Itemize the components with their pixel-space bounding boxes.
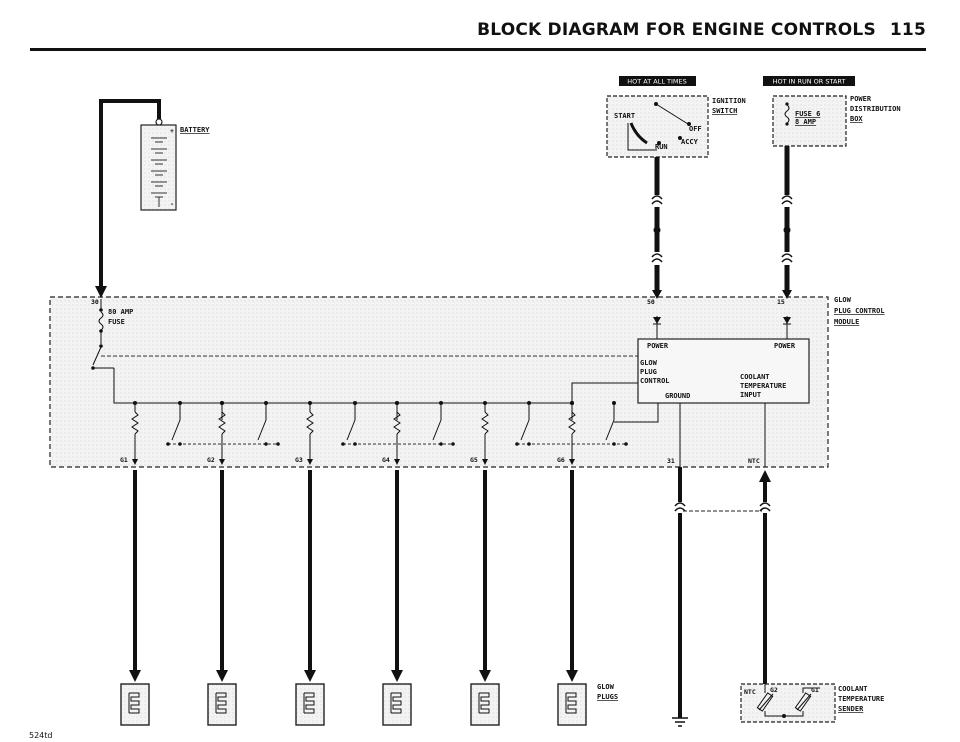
coolant-temperature-sender: NTC G2 G1 COOLANT TEMPERATURE SENDER [740, 683, 884, 723]
page-title-text: BLOCK DIAGRAM FOR ENGINE CONTROLS [477, 20, 876, 40]
banner-hot-in-run-or-start: HOT IN RUN OR START [763, 76, 855, 86]
ignition-switch: START OFF ACCY RUN IGNITION SWITCH [606, 95, 746, 158]
battery-cable-arrow [95, 286, 107, 298]
figure-code: 524td [29, 731, 53, 740]
fuse-80-amp-fuse-label: FUSE [108, 318, 125, 326]
sender-label-1: COOLANT [838, 685, 868, 693]
power-distribution-label-1: POWER [850, 95, 872, 103]
glow-plugs-label-1: GLOW [597, 683, 615, 691]
glow-plug-g5 [470, 470, 500, 726]
control-glow-label-3: CONTROL [640, 377, 670, 385]
control-coolant-label-3: INPUT [740, 391, 761, 399]
banner-hot-at-all-times-text: HOT AT ALL TIMES [627, 78, 687, 86]
fuse-80-amp-label: 80 AMP [108, 308, 133, 316]
glow-plugs-label-2: PLUGS [597, 693, 618, 701]
control-coolant-label-2: TEMPERATURE [740, 382, 786, 390]
ignition-accy-label: ACCY [681, 138, 699, 146]
ground-wire [672, 467, 688, 727]
fuse-6-label: FUSE 6 [795, 110, 820, 118]
glow-plug-g2 [207, 470, 237, 726]
module-internal-wiring [113, 368, 766, 467]
module-80-amp-fuse: 80 AMP FUSE [91, 299, 133, 370]
module-label-3: MODULE [834, 318, 859, 326]
pin-50-label: 50 [647, 298, 655, 306]
wire-fuse-box-to-pin-15 [781, 146, 793, 292]
control-power-right-label: POWER [774, 342, 796, 350]
battery: + - BATTERY [140, 118, 210, 211]
output-channel-g5: G5 [470, 401, 489, 465]
banner-hot-in-run-or-start-text: HOT IN RUN OR START [773, 78, 846, 86]
power-distribution-box: FUSE 6 8 AMP POWER DISTRIBUTION BOX [772, 95, 901, 147]
sender-label-3: SENDER [838, 705, 864, 713]
module-label-2: PLUG CONTROL [834, 307, 885, 315]
pin-50-arrow [652, 290, 662, 299]
fuse-6-amp-label: 8 AMP [795, 118, 816, 126]
pin-ntc-label: NTC [748, 457, 760, 465]
banner-hot-at-all-times: HOT AT ALL TIMES [619, 76, 696, 86]
sender-label-2: TEMPERATURE [838, 695, 884, 703]
pin-15-label: 15 [777, 298, 785, 306]
power-distribution-label-3: BOX [850, 115, 863, 123]
ignition-switch-label-2: SWITCH [712, 107, 737, 115]
ignition-off-label: OFF [689, 125, 702, 133]
output-channel-g6: G6 [557, 401, 576, 465]
module-output-channels: G1 G2 G3 G4 G5 G6 [120, 401, 628, 465]
output-channel-g3: G3 [295, 401, 314, 465]
glow-plug-g1 [120, 470, 150, 726]
page-header: BLOCK DIAGRAM FOR ENGINE CONTROLS 115 [30, 16, 926, 51]
sender-ntc-label: NTC [744, 688, 756, 696]
glow-plug-g4 [382, 470, 412, 726]
battery-cable [99, 99, 161, 288]
battery-plus-sign: + [170, 127, 174, 135]
output-label-g5: G5 [470, 456, 478, 464]
control-coolant-label-1: COOLANT [740, 373, 770, 381]
glow-plug-group [120, 470, 587, 726]
control-block: POWER POWER GLOW PLUG CONTROL COOLANT TE… [637, 316, 810, 404]
ignition-run-label: RUN [655, 143, 668, 151]
control-power-left-label: POWER [647, 342, 669, 350]
output-channel-g2: G2 [207, 401, 226, 465]
glow-plug-g3 [295, 470, 325, 726]
battery-minus-sign: - [170, 200, 174, 208]
output-channel-g4: G4 [382, 401, 401, 465]
battery-label: BATTERY [180, 126, 210, 134]
output-label-g1: G1 [120, 456, 128, 464]
output-channel-g1: G1 [120, 401, 139, 465]
pin-30-label: 30 [91, 298, 99, 306]
page-title: BLOCK DIAGRAM FOR ENGINE CONTROLS 115 [477, 20, 926, 40]
ignition-start-label: START [614, 112, 635, 120]
pin-31-label: 31 [667, 457, 675, 465]
pin-15-arrow [782, 290, 792, 299]
ignition-switch-label-1: IGNITION [712, 97, 746, 105]
output-label-g6: G6 [557, 456, 565, 464]
output-label-g3: G3 [295, 456, 303, 464]
module-label-1: GLOW [834, 296, 852, 304]
control-glow-label-1: GLOW [640, 359, 658, 367]
sender-g2-label: G2 [770, 686, 778, 694]
wire-ignition-to-pin-50 [651, 157, 663, 292]
ntc-sensor-wire [759, 470, 771, 684]
output-label-g4: G4 [382, 456, 390, 464]
glow-plug-g6 [557, 470, 587, 726]
page-number: 115 [889, 20, 926, 40]
control-ground-label: GROUND [665, 392, 690, 400]
power-distribution-label-2: DISTRIBUTION [850, 105, 901, 113]
sender-g1-label: G1 [811, 686, 819, 694]
output-label-g2: G2 [207, 456, 215, 464]
control-glow-label-2: PLUG [640, 368, 657, 376]
